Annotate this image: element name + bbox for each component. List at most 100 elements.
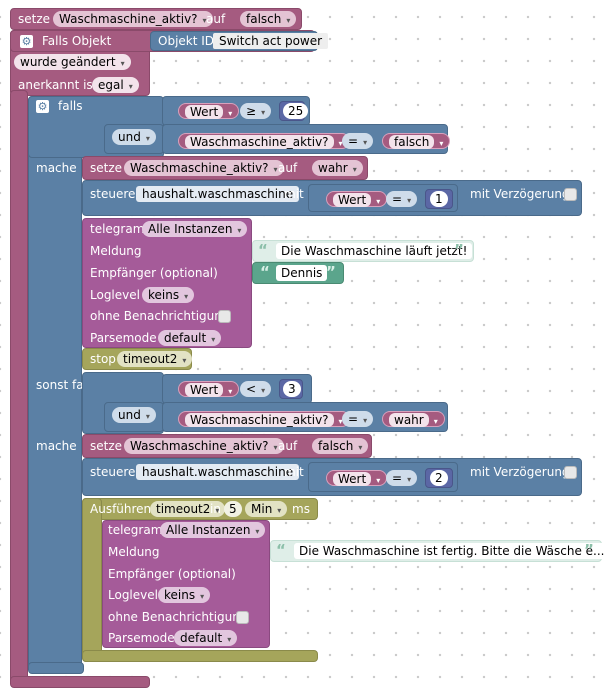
do2-var-dropdown[interactable]: Waschmaschine_aktiv?▾ bbox=[124, 438, 284, 454]
do2-ohne-checkbox[interactable] bbox=[236, 611, 249, 624]
chevron-down-icon: ▾ bbox=[363, 416, 368, 425]
egal-text: egal bbox=[98, 78, 124, 92]
do2-verz-checkbox[interactable] bbox=[564, 466, 577, 479]
cond4-val-dropdown[interactable]: wahr▾ bbox=[382, 411, 445, 427]
chevron-down-icon: ▾ bbox=[273, 443, 278, 452]
chevron-down-icon: ▾ bbox=[277, 506, 282, 515]
do1-target-field[interactable]: haushalt.waschmaschine bbox=[136, 186, 300, 202]
anerkannt-dropdown[interactable]: egal▾ bbox=[92, 77, 139, 93]
do1-verz-checkbox[interactable] bbox=[564, 188, 577, 201]
do1-message-field[interactable]: Die Waschmaschine läuft jetzt! bbox=[276, 243, 473, 259]
do2-inner-var-text: Wert bbox=[333, 472, 372, 486]
cond2-op-dropdown[interactable]: =▾ bbox=[342, 133, 374, 149]
do1-inner-num[interactable]: 1 bbox=[430, 191, 448, 207]
do1-ohne-checkbox[interactable] bbox=[218, 310, 231, 323]
cond1-var-dropdown[interactable]: Wert▾ bbox=[178, 103, 240, 119]
cond4-op-dropdown[interactable]: =▾ bbox=[342, 411, 374, 427]
do1-empfaenger-field[interactable]: Dennis bbox=[276, 265, 328, 281]
do1-val-text: wahr bbox=[318, 161, 348, 175]
do2-telegram-block[interactable] bbox=[102, 520, 270, 648]
chevron-down-icon: ▾ bbox=[227, 635, 232, 644]
do2-timeout-dropdown[interactable]: timeout2▾ bbox=[150, 501, 226, 517]
do1-ohne-label: ohne Benachrichtigung bbox=[90, 309, 230, 323]
do2-val-dropdown[interactable]: falsch▾ bbox=[312, 438, 369, 454]
cond1-num[interactable]: 25 bbox=[283, 103, 309, 119]
do1-inner-op-dropdown[interactable]: =▾ bbox=[386, 191, 418, 207]
und2-dropdown[interactable]: und▾ bbox=[112, 407, 156, 423]
do2-inner-op-text: = bbox=[392, 471, 403, 485]
do1-parsemode-text: default bbox=[164, 331, 207, 345]
do2-inner-num[interactable]: 2 bbox=[430, 470, 448, 486]
cond3-op-dropdown[interactable]: <▾ bbox=[240, 381, 272, 397]
gear-icon[interactable]: ⚙ bbox=[36, 100, 49, 113]
chevron-down-icon: ▾ bbox=[145, 412, 150, 421]
do2-ohne-label: ohne Benachrichtigung bbox=[108, 610, 248, 624]
objekt-id-field[interactable]: Switch act power bbox=[213, 33, 329, 49]
do1-setze-label: setze bbox=[90, 161, 123, 175]
chevron-down-icon: ▾ bbox=[261, 386, 266, 395]
cond4-var-dropdown[interactable]: Waschmaschine_aktiv?▾ bbox=[178, 411, 350, 427]
variable-value: Waschmaschine_aktiv? bbox=[59, 12, 198, 26]
gear-icon[interactable]: ⚙ bbox=[20, 35, 33, 48]
und-text: und bbox=[118, 130, 141, 144]
do2-message-field[interactable]: Die Waschmaschine ist fertig. Bitte die … bbox=[294, 543, 610, 559]
if-block-bottom bbox=[28, 662, 84, 674]
variable-dropdown[interactable]: Waschmaschine_aktiv?▾ bbox=[53, 11, 213, 27]
do2-mit-verz-label: mit Verzögerung bbox=[470, 465, 570, 479]
do2-target-field[interactable]: haushalt.waschmaschine bbox=[136, 464, 300, 480]
falls-label: falls bbox=[58, 99, 83, 113]
if-block-rail[interactable] bbox=[28, 96, 82, 670]
cond2-var-dropdown[interactable]: Waschmaschine_aktiv?▾ bbox=[178, 133, 350, 149]
do1-val-dropdown[interactable]: wahr ▾ bbox=[312, 160, 363, 176]
quote-open-icon: “ bbox=[276, 541, 286, 559]
do2-parsemode-text: default bbox=[180, 631, 223, 645]
chevron-down-icon: ▾ bbox=[255, 527, 260, 536]
do2-loglevel-dropdown[interactable]: keins▾ bbox=[158, 587, 211, 603]
do2-inner-var-dropdown[interactable]: Wert ▾ bbox=[326, 470, 388, 486]
do1-var-dropdown[interactable]: Waschmaschine_aktiv? ▾ bbox=[124, 160, 284, 176]
cond3-var-dropdown[interactable]: Wert▾ bbox=[178, 381, 240, 397]
wurde-geaendert-dropdown[interactable]: wurde geändert ▾ bbox=[14, 54, 131, 70]
do2-unit-dropdown[interactable]: Min▾ bbox=[245, 501, 288, 517]
do1-timeout-dropdown[interactable]: timeout2▾ bbox=[117, 351, 193, 367]
do2-loglevel-label: Loglevel bbox=[108, 588, 158, 602]
do1-parsemode-dropdown[interactable]: default ▾ bbox=[158, 330, 222, 346]
und-dropdown[interactable]: und ▾ bbox=[112, 129, 156, 145]
do2-in-num[interactable]: 5 bbox=[224, 501, 242, 517]
do1-parsemode-label: Parsemode bbox=[90, 331, 157, 345]
chevron-down-icon: ▾ bbox=[182, 356, 187, 365]
do1-inner-var-dropdown[interactable]: Wert▾ bbox=[326, 191, 388, 207]
chevron-down-icon: ▾ bbox=[363, 138, 368, 147]
chevron-down-icon: ▾ bbox=[376, 197, 381, 206]
do1-auf-label: auf bbox=[278, 161, 298, 175]
do1-telegram-label: telegram bbox=[90, 222, 145, 236]
do2-ausfuehren-bottom bbox=[82, 650, 318, 662]
chevron-down-icon: ▾ bbox=[273, 165, 278, 174]
do1-var-text: Waschmaschine_aktiv? bbox=[130, 161, 269, 175]
do2-loglevel-text: keins bbox=[164, 588, 196, 602]
quote-close-icon: ” bbox=[584, 541, 594, 559]
objekt-id-label: Objekt ID bbox=[158, 34, 215, 48]
value-dropdown[interactable]: falsch▾ bbox=[240, 11, 297, 27]
chevron-down-icon: ▾ bbox=[145, 134, 150, 143]
do2-instances-text: Alle Instanzen bbox=[166, 523, 251, 537]
cond3-num[interactable]: 3 bbox=[283, 381, 301, 397]
do2-in-label: in bbox=[210, 502, 221, 516]
chevron-down-icon: ▾ bbox=[376, 476, 381, 485]
cond2-val-dropdown[interactable]: falsch▾ bbox=[382, 133, 451, 149]
do1-instances-dropdown[interactable]: Alle Instanzen▾ bbox=[142, 221, 248, 237]
chevron-down-icon: ▾ bbox=[352, 165, 357, 174]
chevron-down-icon: ▾ bbox=[184, 292, 189, 301]
chevron-down-icon: ▾ bbox=[215, 506, 220, 515]
do2-parsemode-dropdown[interactable]: default ▾ bbox=[174, 630, 238, 646]
cond1-op-dropdown[interactable]: ≥▾ bbox=[240, 103, 272, 119]
do2-empfaenger-label: Empfänger (optional) bbox=[108, 567, 236, 581]
chevron-down-icon: ▾ bbox=[120, 59, 125, 68]
do2-instances-dropdown[interactable]: Alle Instanzen ▾ bbox=[160, 522, 266, 538]
wurde-geaendert-text: wurde geändert bbox=[20, 55, 116, 69]
chevron-down-icon: ▾ bbox=[211, 335, 216, 344]
do1-loglevel-dropdown[interactable]: keins▾ bbox=[142, 287, 195, 303]
do1-telegram-block[interactable] bbox=[82, 218, 252, 348]
do2-inner-op-dropdown[interactable]: =▾ bbox=[386, 470, 418, 486]
trigger-left-rail bbox=[10, 90, 28, 686]
